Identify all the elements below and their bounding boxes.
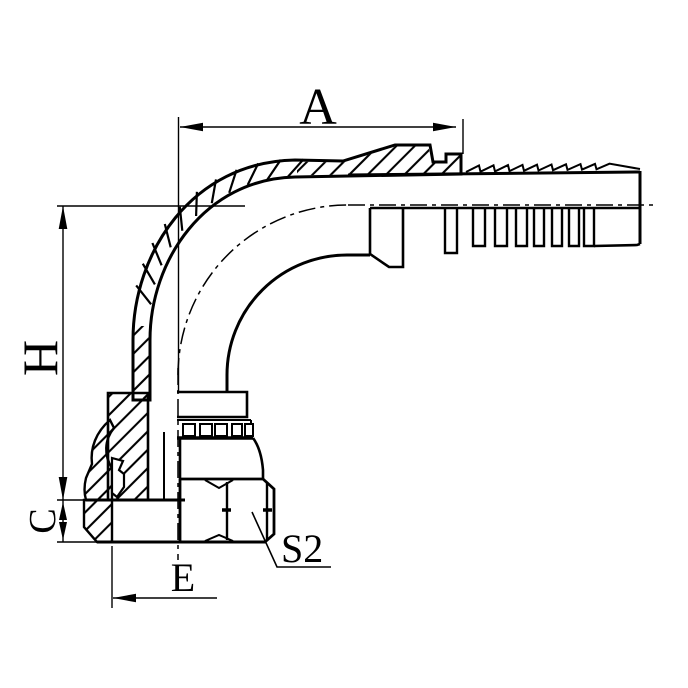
hex-chamfer-marks bbox=[204, 479, 234, 542]
barb-ribs bbox=[471, 208, 596, 248]
nut-dome-right bbox=[251, 437, 265, 479]
hex-nut-outline bbox=[178, 477, 276, 544]
wrench-size-label: S2 bbox=[281, 526, 323, 571]
serration-teeth bbox=[465, 162, 641, 174]
hose-tail bbox=[347, 162, 642, 269]
seal-lip-detail bbox=[110, 456, 126, 499]
elbow-body bbox=[131, 143, 463, 402]
dim-label-e: E bbox=[171, 555, 195, 600]
dimension-c bbox=[57, 502, 97, 543]
stop-ring bbox=[177, 390, 249, 419]
bend-hatch-ticks bbox=[135, 158, 305, 305]
bore-path bbox=[225, 253, 370, 392]
skirt-section bbox=[83, 418, 116, 502]
dimension-h bbox=[57, 205, 245, 542]
tail-top-line bbox=[347, 170, 641, 177]
dim-a-arrow-left bbox=[180, 122, 203, 132]
leg-wall-hatching bbox=[134, 326, 149, 398]
dim-c-arrow-up bbox=[59, 502, 67, 520]
socket-grip-bar bbox=[443, 208, 459, 255]
dim-h-arrow-top bbox=[58, 206, 68, 229]
s2-leader-line bbox=[251, 511, 331, 568]
swivel-nut-external bbox=[177, 390, 276, 544]
knurl-band-teeth bbox=[182, 423, 254, 437]
dim-e-arrow bbox=[113, 593, 136, 603]
dim-a-arrow-right bbox=[433, 122, 456, 132]
dim-c-arrow-down bbox=[59, 522, 67, 540]
dimension-a bbox=[177, 117, 464, 392]
dim-label-c: C bbox=[22, 508, 64, 533]
swivel-nut-section bbox=[82, 391, 266, 544]
dim-h-arrow-bottom bbox=[58, 477, 68, 500]
socket-bell bbox=[368, 208, 405, 269]
centerlines bbox=[177, 204, 656, 560]
socket-shell-hatching bbox=[297, 146, 460, 176]
bend-centerline bbox=[177, 204, 349, 376]
outer-wall-path bbox=[131, 143, 463, 402]
nut-bottom-section bbox=[82, 498, 114, 544]
tail-tip-bottom bbox=[593, 242, 641, 248]
s2-callout bbox=[251, 511, 331, 568]
dim-label-a: A bbox=[299, 79, 337, 136]
dimension-e bbox=[111, 546, 217, 608]
dim-label-h: H bbox=[12, 340, 68, 376]
